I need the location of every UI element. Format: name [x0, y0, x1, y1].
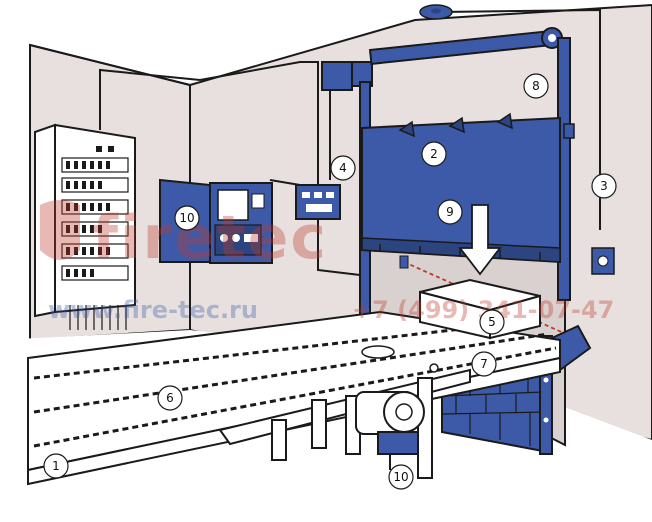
callout-1: 1	[43, 453, 69, 479]
sensor-icon	[295, 184, 341, 220]
callout-label: 2	[430, 147, 438, 161]
callout-8: 8	[523, 73, 549, 99]
callout-label: 5	[488, 315, 496, 329]
callout-label: 1	[52, 459, 60, 473]
callout-6: 6	[157, 385, 183, 411]
beam-emitter	[399, 255, 409, 269]
distribution-cabinet	[34, 123, 136, 330]
callout-9: 9	[437, 199, 463, 225]
callout-10-cabinet: 10	[174, 205, 200, 231]
rail-bracket	[563, 123, 575, 139]
callout-label: 3	[600, 179, 608, 193]
callout-3: 3	[591, 173, 617, 199]
drive-motor	[355, 391, 425, 470]
callout-5: 5	[479, 309, 505, 335]
watermark-brand: firetec	[92, 203, 328, 273]
callout-label: 8	[532, 79, 540, 93]
callout-7: 7	[471, 351, 497, 377]
callout-label: 10	[179, 211, 194, 225]
callout-label: 4	[339, 161, 347, 175]
watermark-logo-shield	[40, 200, 80, 260]
cable-runs	[99, 8, 601, 276]
callout-4: 4	[330, 155, 356, 181]
fire-door-icon	[361, 112, 561, 264]
callout-label: 6	[166, 391, 174, 405]
callout-label: 7	[480, 357, 488, 371]
conveyor	[27, 310, 561, 486]
motor-icon	[321, 27, 563, 91]
left-wall-top-edge	[29, 44, 191, 86]
callout-label: 9	[446, 205, 454, 219]
callout-label: 10	[393, 470, 408, 484]
smoke-detector-center	[431, 8, 441, 14]
watermark-site: www.fire-tec.ru	[48, 296, 258, 324]
wall-button-center	[597, 255, 609, 267]
callout-10-motor: 10	[388, 464, 414, 490]
down-arrow-icon	[458, 204, 502, 276]
callout-2: 2	[421, 141, 447, 167]
